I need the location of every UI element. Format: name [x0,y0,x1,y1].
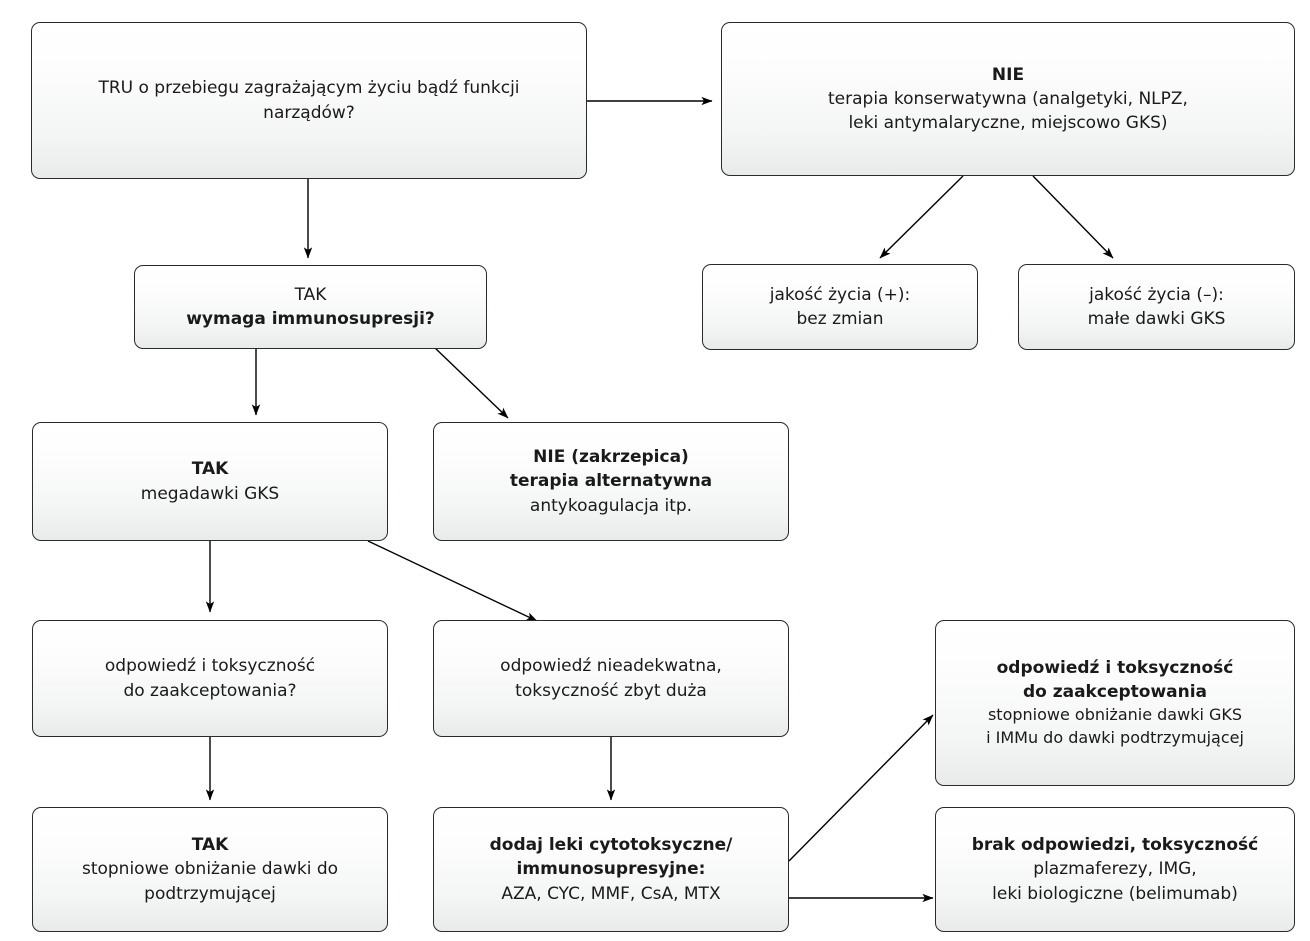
node-quality-of-life-negative[interactable]: jakość życia (–): małe dawki GKS [1018,264,1295,350]
node-tak-immunosuppression-question[interactable]: TAK wymaga immunosupresji? [134,265,487,349]
node-tak-megadoses-gks[interactable]: TAK megadawki GKS [32,422,388,541]
node-line: brak odpowiedzi, toksyczność [971,835,1259,856]
node-line: plazmaferezy, IMG, [1033,859,1197,880]
node-line: NIE [991,64,1025,85]
node-line: megadawki GKS [140,483,280,504]
node-quality-of-life-positive[interactable]: jakość życia (+): bez zmian [702,264,978,350]
edge-nie-to-qol-negative [1032,175,1114,259]
node-line: toksyczność zbyt duża [515,680,707,701]
node-line: odpowiedź nieadekwatna, [500,656,722,677]
node-tak-taper-to-maintenance[interactable]: TAK stopniowe obniżanie dawki do podtrzy… [32,807,388,932]
node-no-response-toxicity[interactable]: brak odpowiedzi, toksyczność plazmaferez… [935,807,1295,932]
node-line: dodaj leki cytotoksyczne/ [489,835,733,856]
edge-nie-to-qol-positive [879,175,964,259]
node-line: do zaakceptowania? [123,680,297,701]
node-line: antykoagulacja itp. [529,495,693,516]
node-line: narządów? [263,102,355,123]
node-line: stopniowe obniżanie dawki GKS [987,705,1243,725]
node-response-toxicity-acceptable-taper[interactable]: odpowiedź i toksyczność do zaakceptowani… [935,620,1295,786]
node-response-toxicity-acceptable-question[interactable]: odpowiedź i toksyczność do zaakceptowani… [32,620,388,737]
edge-add-drugs-to-acceptable [788,714,934,862]
node-line: stopniowe obniżanie dawki do [81,859,339,880]
node-line: TRU o przebiegu zagrażającym życiu bądź … [98,78,520,99]
node-add-cytotoxic-immunosuppressive-drugs[interactable]: dodaj leki cytotoksyczne/ immunosupresyj… [433,807,789,932]
node-line: immunosupresyjne: [516,859,706,880]
node-line: terapia alternatywna [509,471,713,492]
node-line: odpowiedź i toksyczność [104,656,316,677]
node-line: TAK [191,459,229,480]
node-line: TAK [294,284,327,305]
node-line: jakość życia (+): [769,284,911,305]
node-nie-thrombosis-alternative-therapy[interactable]: NIE (zakrzepica) terapia alternatywna an… [433,422,789,541]
edge-megadoses-to-response-inadequate [367,540,538,622]
node-line: wymaga immunosupresji? [186,309,435,329]
node-response-inadequate-toxicity-high[interactable]: odpowiedź nieadekwatna, toksyczność zbyt… [433,620,789,737]
node-line: NIE (zakrzepica) [533,447,689,468]
node-line: i IMMu do dawki podtrzymującej [986,728,1244,748]
node-line: AZA, CYC, MMF, CsA, MTX [501,883,721,904]
node-tru-question[interactable]: TRU o przebiegu zagrażającym życiu bądź … [31,22,587,179]
node-line: TAK [191,835,229,856]
node-line: odpowiedź i toksyczność [996,658,1234,679]
node-line: jakość życia (–): [1089,284,1224,305]
node-line: leki antymalaryczne, miejscowo GKS) [848,113,1168,134]
node-line: bez zmian [796,309,884,329]
edge-immunosuppression-to-nie-thrombosis [433,346,509,419]
node-nie-conservative-therapy[interactable]: NIE terapia konserwatywna (analgetyki, N… [721,22,1295,176]
node-line: do zaakceptowania [1022,682,1208,703]
node-line: małe dawki GKS [1087,309,1226,329]
node-line: terapia konserwatywna (analgetyki, NLPZ, [828,88,1188,109]
node-line: podtrzymującej [144,883,276,904]
node-line: leki biologiczne (belimumab) [992,883,1238,904]
